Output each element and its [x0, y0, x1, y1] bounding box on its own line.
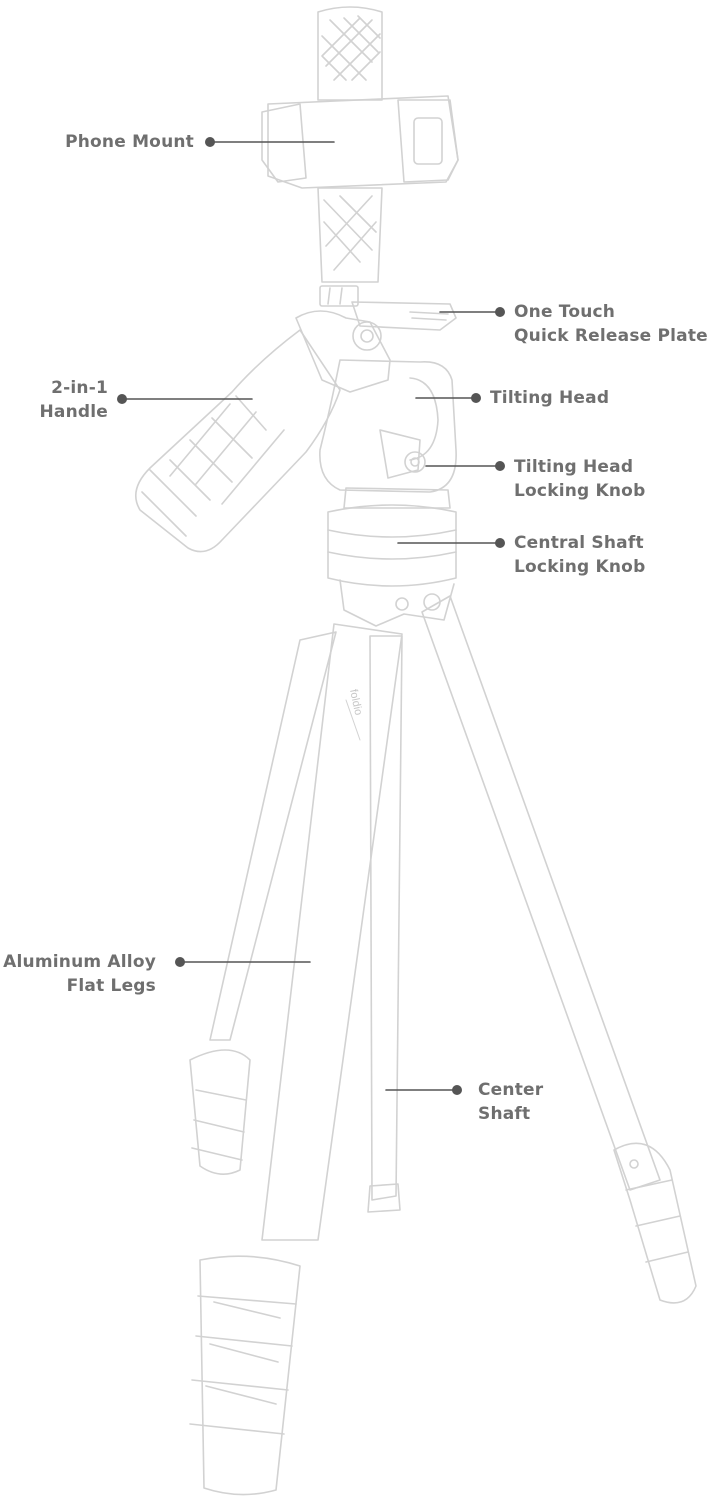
brand-mark: foldio — [347, 688, 364, 716]
leader-dot-shaft-knob — [495, 538, 505, 548]
left-leg-graphic — [189, 623, 403, 1496]
label-tilting-knob: Tilting Head Locking Knob — [514, 457, 646, 501]
leader-dot-tilting-head — [471, 393, 481, 403]
right-leg-graphic — [421, 595, 697, 1304]
leader-dot-tilting-knob — [495, 461, 505, 471]
label-quick-release: One Touch Quick Release Plate — [514, 302, 708, 346]
label-phone-mount: Phone Mount — [65, 132, 194, 152]
label-center-shaft: Center Shaft — [478, 1080, 544, 1124]
leader-dot-handle — [117, 394, 127, 404]
leader-dot-phone-mount — [205, 137, 215, 147]
leader-dot-quick-release — [495, 307, 505, 317]
head-graphic — [295, 301, 457, 509]
phone-mount-graphic — [261, 6, 459, 307]
label-shaft-knob: Central Shaft Locking Knob — [514, 533, 646, 577]
leader-dot-center-shaft — [452, 1085, 462, 1095]
leader-lines — [117, 137, 505, 1095]
label-tilting-head: Tilting Head — [490, 388, 610, 408]
shaft-collar-graphic — [327, 504, 457, 627]
handle-graphic — [134, 329, 341, 553]
center-shaft-graphic — [367, 635, 403, 1213]
leader-dot-legs — [175, 957, 185, 967]
label-handle: 2-in-1 Handle — [39, 378, 108, 422]
label-legs: Aluminum Alloy Flat Legs — [3, 952, 156, 996]
